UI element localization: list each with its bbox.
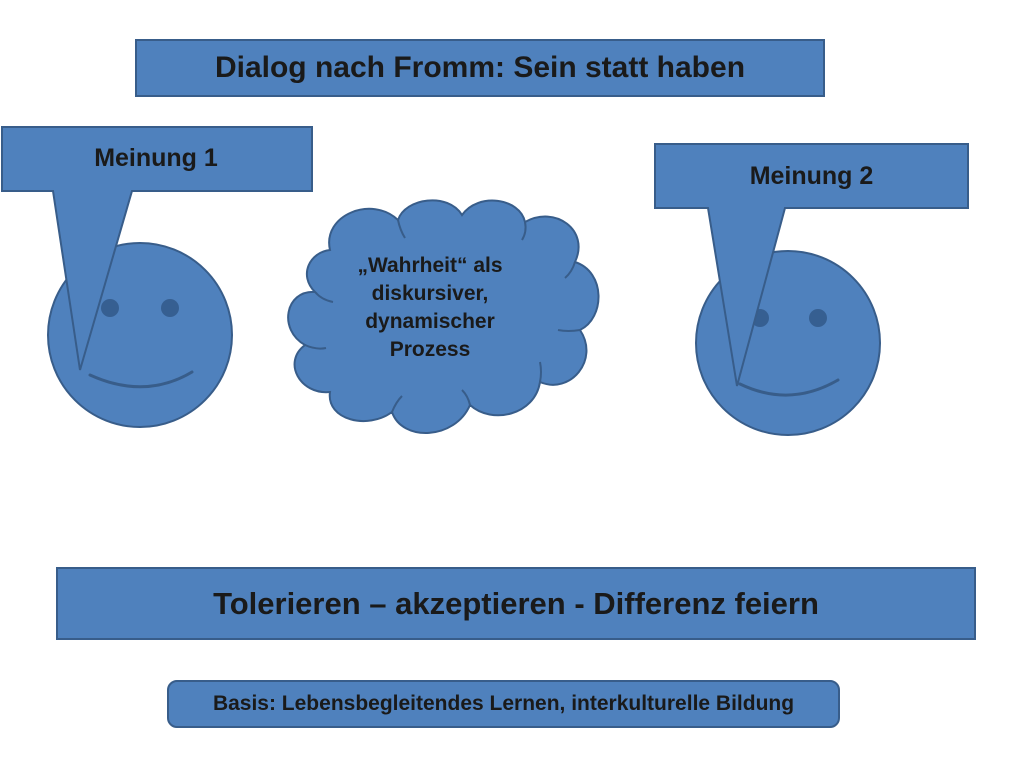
- speech-bubble-2: [654, 143, 969, 387]
- speech-bubble-1-label: Meinung 1: [94, 144, 218, 172]
- basis-banner: Basis: Lebensbegleitendes Lernen, interk…: [167, 680, 840, 728]
- smiley-face-2-eye-right: [809, 309, 827, 327]
- thought-cloud: [287, 199, 600, 434]
- cloud-line: diskursiver,: [371, 282, 489, 305]
- smiley-face-1-mouth: [88, 370, 194, 389]
- slide-title: Dialog nach Fromm: Sein statt haben: [135, 39, 825, 97]
- cloud-line: „Wahrheit“ als: [357, 254, 503, 277]
- statement-banner: Tolerieren – akzeptieren - Differenz fei…: [56, 567, 976, 640]
- cloud-line: Prozess: [389, 338, 471, 361]
- speech-bubble-2-label: Meinung 2: [749, 162, 874, 190]
- smiley-face-1-eye-right: [161, 299, 179, 317]
- smiley-face-1-eye-left: [101, 299, 119, 317]
- smiley-face-2-mouth: [738, 378, 840, 397]
- speech-bubble-1: [1, 126, 313, 371]
- thought-cloud-text: „Wahrheit“ als diskursiver, dynamischer …: [320, 252, 540, 364]
- cloud-line: dynamischer: [365, 310, 495, 333]
